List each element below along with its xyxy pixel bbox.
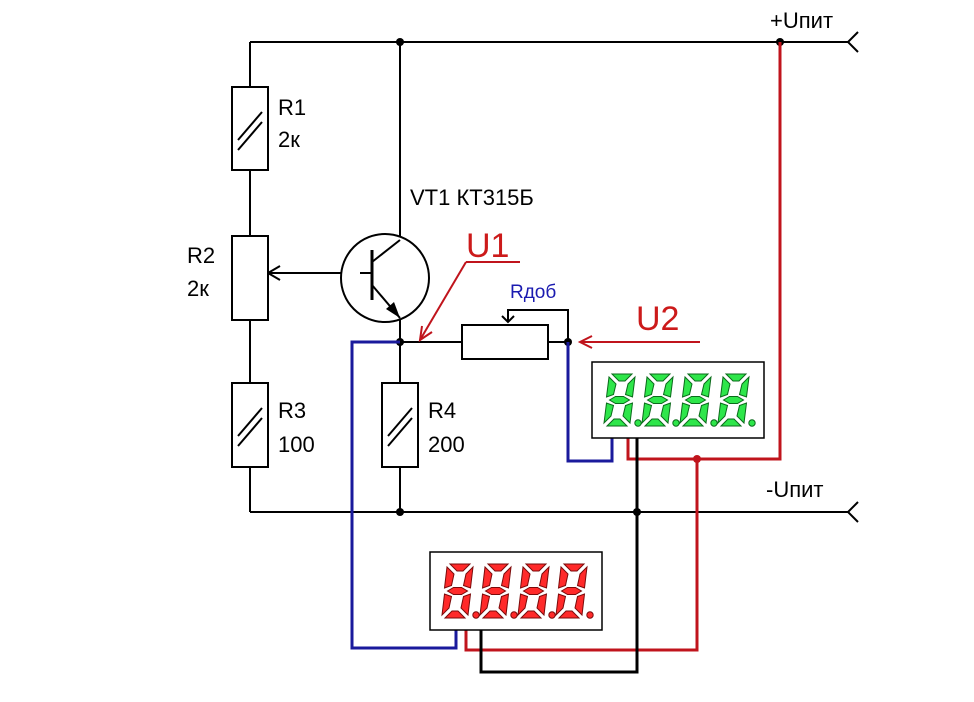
u1-arrow (418, 261, 520, 343)
meter-wiring (350, 42, 782, 674)
u1-display-digit-2-segment-7 (484, 587, 507, 595)
r1-name: R1 (278, 95, 306, 120)
u2-display-digit-1-decimal-point (634, 419, 642, 427)
r2-value: 2к (187, 276, 209, 301)
u2-display-digit-4-decimal-point (748, 419, 756, 427)
u1-display-digit-2-decimal-point (510, 611, 518, 619)
u2-display-digit-2-segment-2 (662, 375, 674, 398)
u1-display-digit-2-segment-4 (481, 610, 505, 619)
rdob-label: Rдоб (510, 282, 556, 303)
u2-display-digit-4-segment-7 (722, 396, 745, 404)
u1-display-digit-2-segment-6 (481, 565, 493, 589)
u2-display-digit-1-segment-6 (605, 375, 617, 398)
u2-display-digit-3-segment-7 (684, 396, 707, 404)
u1-display-digit-2-segment-1 (486, 563, 510, 572)
u2-display-digit-3-segment-4 (681, 418, 705, 427)
black-wiring (249, 31, 859, 523)
u1-display-digit-2-segment-3 (498, 593, 510, 617)
u2-display-digit-4-segment-5 (717, 402, 729, 425)
u2-display-digit-2-segment-5 (641, 402, 653, 425)
u2-display-digit-3-segment-2 (700, 375, 712, 398)
u1-display-digit-3-segment-1 (524, 563, 548, 572)
u1-display-digit-2-segment-2 (500, 565, 512, 589)
u1-display-digit-3-segment-5 (517, 593, 529, 617)
u2-display-digit-3-segment-6 (681, 375, 693, 398)
u2-display-digit-2-segment-3 (660, 402, 672, 425)
u2-display-digit-3-decimal-point (710, 419, 718, 427)
r4-value: 200 (428, 432, 465, 457)
u2-display-digit-2-segment-4 (643, 418, 667, 427)
u1-display-digit-4-segment-3 (574, 593, 586, 617)
u2-display-digit-4-segment-3 (736, 402, 748, 425)
u2-display-digit-1-segment-5 (603, 402, 615, 425)
u2-display-digit-4-segment-2 (738, 375, 750, 398)
u2-display-digit-3-segment-5 (679, 402, 691, 425)
u1-display-digit-4-segment-6 (557, 565, 569, 589)
r2-name: R2 (187, 243, 215, 268)
u2-label: U2 (636, 300, 679, 338)
resistor-r4 (381, 382, 419, 468)
u1-display-digit-1-segment-5 (441, 593, 453, 617)
u2-display-digit-2-segment-7 (646, 396, 669, 404)
u1-display-digit-4-segment-4 (557, 610, 581, 619)
u2-display-digit-2-decimal-point (672, 419, 680, 427)
u1-display-digit-1-segment-1 (448, 563, 472, 572)
u1-display-digit-3-decimal-point (548, 611, 556, 619)
u1-display-digit-4-segment-1 (562, 563, 586, 572)
u1-display-digit-4-segment-2 (576, 565, 588, 589)
u2-display-digit-1-segment-4 (605, 418, 629, 427)
u1-display-digit-4-decimal-point (586, 611, 594, 619)
u1-display-digit-4-segment-5 (555, 593, 567, 617)
u2-display-digit-1-segment-2 (624, 375, 636, 398)
u2-display-digit-4-segment-1 (724, 373, 748, 382)
u1-display-digit-4-segment-7 (560, 587, 583, 595)
u1-display-digit-1-segment-4 (443, 610, 467, 619)
resistor-rdob (461, 324, 549, 360)
resistor-r1 (231, 86, 269, 171)
u1-label: U1 (466, 227, 509, 265)
u1-display-digit-2-segment-5 (479, 593, 491, 617)
u2-display-digit-2-segment-1 (648, 373, 672, 382)
u1-display-digit-3-segment-7 (522, 587, 545, 595)
u2-display-digit-4-segment-4 (719, 418, 743, 427)
r3-value: 100 (278, 432, 315, 457)
u2-display-digit-4-segment-6 (719, 375, 731, 398)
transistor-vt1 (340, 233, 430, 323)
u1-display-digit-3-segment-6 (519, 565, 531, 589)
display-voltmeter-u2 (591, 361, 765, 439)
u1-display-digit-3-segment-2 (538, 565, 550, 589)
u1-display-digit-1-segment-2 (462, 565, 474, 589)
neg-supply-label: -Uпит (766, 477, 824, 502)
u2-display-digit-1-segment-7 (608, 396, 631, 404)
u2-display-digit-1-segment-3 (622, 402, 634, 425)
u2-display-digit-1-segment-1 (610, 373, 634, 382)
u2-display-digit-3-segment-3 (698, 402, 710, 425)
resistor-r3 (231, 382, 269, 468)
vt1-label: VT1 КТ315Б (410, 185, 534, 210)
resistor-r2 (231, 235, 269, 321)
u1-display-digit-1-segment-7 (446, 587, 469, 595)
display-voltmeter-u1 (429, 551, 603, 631)
u2-arrow (577, 335, 700, 349)
u1-display-digit-3-segment-4 (519, 610, 543, 619)
r3-name: R3 (278, 398, 306, 423)
r4-name: R4 (428, 398, 456, 423)
u1-display-digit-1-segment-3 (460, 593, 472, 617)
u1-display-digit-1-segment-6 (443, 565, 455, 589)
r1-value: 2к (278, 127, 300, 152)
u1-display-digit-3-segment-3 (536, 593, 548, 617)
u1-display-digit-1-decimal-point (472, 611, 480, 619)
u2-display-digit-2-segment-6 (643, 375, 655, 398)
u2-display-digit-3-segment-1 (686, 373, 710, 382)
pos-supply-label: +Uпит (770, 8, 833, 33)
